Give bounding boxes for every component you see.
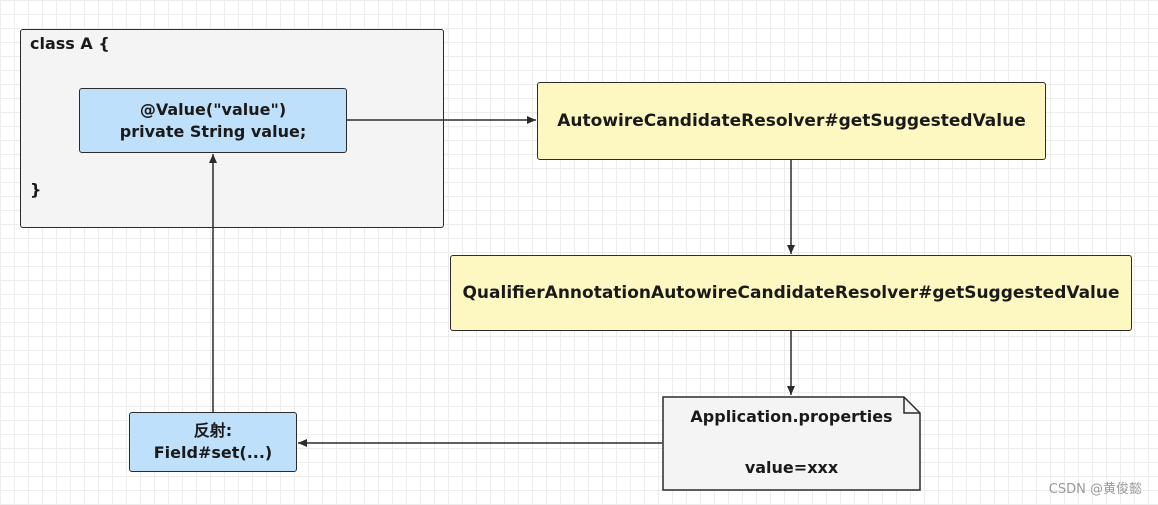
autowire-resolver-node: AutowireCandidateResolver#getSuggestedVa…: [537, 82, 1046, 160]
reflection-label: 反射:: [193, 421, 233, 440]
watermark: CSDN @黄俊懿: [1048, 482, 1142, 497]
reflection-node: 反射: Field#set(...): [129, 412, 297, 472]
qualifier-resolver-node: QualifierAnnotationAutowireCandidateReso…: [450, 255, 1132, 331]
autowire-resolver-label: AutowireCandidateResolver#getSuggestedVa…: [557, 111, 1026, 131]
field-set-label: Field#set(...): [153, 443, 273, 462]
properties-value: value=xxx: [744, 458, 839, 477]
field-declaration-text: private String value;: [119, 121, 307, 141]
value-annotation-text: @Value("value"): [139, 99, 287, 119]
properties-note: Application.properties value=xxx: [662, 396, 921, 491]
class-close-text: }: [30, 180, 42, 199]
properties-title: Application.properties: [690, 407, 893, 426]
note-shape: [662, 396, 921, 491]
class-open-text: class A {: [30, 34, 110, 53]
value-field-node: @Value("value") private String value;: [79, 88, 347, 153]
qualifier-resolver-label: QualifierAnnotationAutowireCandidateReso…: [462, 283, 1120, 303]
